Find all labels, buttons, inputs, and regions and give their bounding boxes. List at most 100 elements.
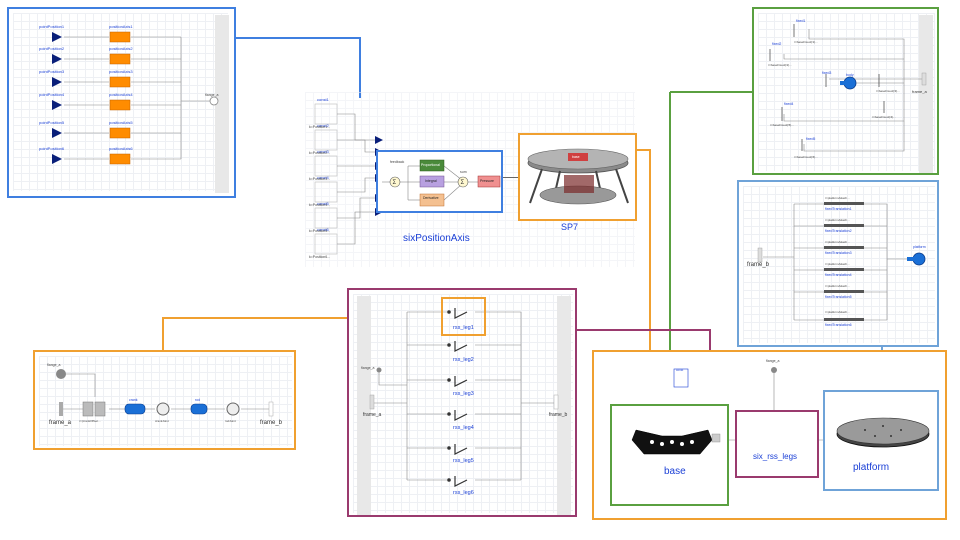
const-sublabel: k=Position5... <box>309 229 331 233</box>
body-label: body <box>846 73 854 77</box>
frame-a-label: frame_a <box>363 412 382 418</box>
const-label: const3 <box>317 149 329 154</box>
const-sublabel: k=Position4... <box>309 203 331 207</box>
position-axis-diagram <box>52 31 219 165</box>
saturation-label: Pressure <box>480 179 495 183</box>
sp7-panel[interactable]: base <box>518 133 637 221</box>
six-rss-legs-label: six_rss_legs <box>753 452 798 461</box>
rss-legs-diagram <box>369 308 559 487</box>
const-label: const5 <box>317 201 329 206</box>
const-sublabel: k=Position3... <box>309 177 331 181</box>
const-label: const6 <box>317 227 329 232</box>
base-label: base <box>664 466 686 477</box>
frame-a-label: frame_a <box>49 420 72 426</box>
position-axis-panel: pointPosition1 pointPosition2 pointPosit… <box>7 7 236 198</box>
input-label: pointPosition4 <box>39 92 65 97</box>
flange-label: flange_a <box>766 359 780 363</box>
sp7-platform-image <box>527 148 629 205</box>
platform-block[interactable]: platform <box>823 390 939 491</box>
platform-label: platform <box>913 245 926 249</box>
flange-label: flange_a <box>361 366 375 370</box>
base-fixed-panel: fixed1 fixed2 fixed3 fixed4 fixed5 body … <box>752 7 939 175</box>
input-label: pointPosition1 <box>39 24 65 29</box>
derivative-label: Derivative <box>423 196 439 200</box>
flange-label: flange_a <box>47 363 61 367</box>
r-label: r=platformAttach... <box>825 284 850 288</box>
sum2-label: sum <box>460 170 467 174</box>
platform-label: platform <box>853 462 890 473</box>
fixed-label: fixed5 <box>806 137 816 141</box>
leg-label: rss_leg3 <box>453 391 474 397</box>
leg-label: rss_leg2 <box>453 357 474 363</box>
block-label: positionAxis1 <box>109 24 133 29</box>
translation-label: fixedTranslation5 <box>825 295 852 299</box>
input-label: pointPosition3 <box>39 69 65 74</box>
fixed-label: fixed1 <box>796 19 806 23</box>
base-fixed-diagram <box>769 24 927 152</box>
platform-attach-panel: fixedTranslation1 fixedTranslation2 fixe… <box>737 180 939 347</box>
integral-label: Integral <box>425 179 437 183</box>
leg-label: rss_leg5 <box>453 458 474 464</box>
proportional-label: Proportional <box>421 163 440 167</box>
const-sublabel: k=Position1... <box>309 125 331 129</box>
leg-label: rss_leg4 <box>453 425 474 431</box>
block-label: positionAxis3 <box>109 69 133 74</box>
pid-controller-panel[interactable]: Σ Σ feedback Proportional Integral Deriv… <box>376 150 503 213</box>
frame-a-label: frame_a <box>912 89 927 94</box>
svg-text:Σ: Σ <box>461 180 465 186</box>
r-label: r=baseFixed(r2)... <box>768 63 792 67</box>
leg-label: rss_leg1 <box>453 325 474 331</box>
frame-b-label: frame_b <box>747 262 770 268</box>
translation-label: fixedTranslation4 <box>825 273 852 277</box>
pid-to-sp7-wire <box>503 177 518 178</box>
r-label: r=platformAttach... <box>825 218 850 222</box>
connector-orange <box>637 149 651 350</box>
input-label: pointPosition2 <box>39 46 65 51</box>
fixed-label: fixed4 <box>784 102 794 106</box>
input-label: pointPosition5 <box>39 120 65 125</box>
block-label: positionAxis4 <box>109 92 133 97</box>
part-label: rodJoint <box>225 419 236 423</box>
sp7-caption: base <box>572 155 580 159</box>
frame-b-label: frame_b <box>260 420 283 426</box>
const-label: const <box>676 368 684 372</box>
rss-leg-detail-panel: flange_a frame_a frame_b r=(crankOffset.… <box>33 350 296 450</box>
part-label: r=(crankOffset... <box>79 419 101 423</box>
const-label: const2 <box>317 123 329 128</box>
part-label: crankJoint <box>155 419 169 423</box>
six-position-axis-label: sixPositionAxis <box>403 233 470 244</box>
r-label: r=baseFixed(r6)... <box>794 155 818 159</box>
part-label: crank <box>129 398 138 402</box>
base-block[interactable]: base <box>610 404 729 506</box>
translation-label: fixedTranslation3 <box>825 251 852 255</box>
r-label: r=baseFixed(r4)... <box>872 115 896 119</box>
sp7-label: SP7 <box>561 222 579 232</box>
svg-text:Σ: Σ <box>393 180 397 186</box>
r-label: r=platformAttach... <box>825 310 850 314</box>
leg-label: rss_leg6 <box>453 490 474 496</box>
rss-leg1-highlight[interactable] <box>441 297 486 336</box>
flange-label: flange_a <box>205 93 219 97</box>
part-label: rod <box>195 398 201 402</box>
connector-blue <box>236 37 361 98</box>
frame-b-label: frame_b <box>549 412 568 418</box>
block-label: positionAxis2 <box>109 46 133 51</box>
const-sublabel: k=Position2... <box>309 151 331 155</box>
platform-attach-diagram <box>757 202 926 321</box>
r-label: r=baseFixed(r1)... <box>794 40 818 44</box>
six-rss-legs-panel: flange_a frame_a frame_b rss_leg1 rss_le… <box>347 288 577 517</box>
const-label: const4 <box>317 175 329 180</box>
translation-label: fixedTranslation6 <box>825 323 852 327</box>
fixed-label: fixed3 <box>822 71 832 75</box>
rss-leg-detail-diagram <box>56 369 274 417</box>
six-rss-legs-block[interactable]: six_rss_legs <box>735 410 819 478</box>
r-label: r=baseFixed(r3)... <box>876 89 900 93</box>
r-label: r=platformAttach... <box>825 240 850 244</box>
platform-image <box>836 417 930 448</box>
block-label: positionAxis6 <box>109 146 133 151</box>
sum-label: feedback <box>390 160 405 164</box>
r-label: r=baseFixed(r5)... <box>770 123 794 127</box>
r-label: r=platformAttach... <box>825 196 850 200</box>
const-sublabel: k=Position6... <box>309 255 331 259</box>
translation-label: fixedTranslation2 <box>825 229 852 233</box>
